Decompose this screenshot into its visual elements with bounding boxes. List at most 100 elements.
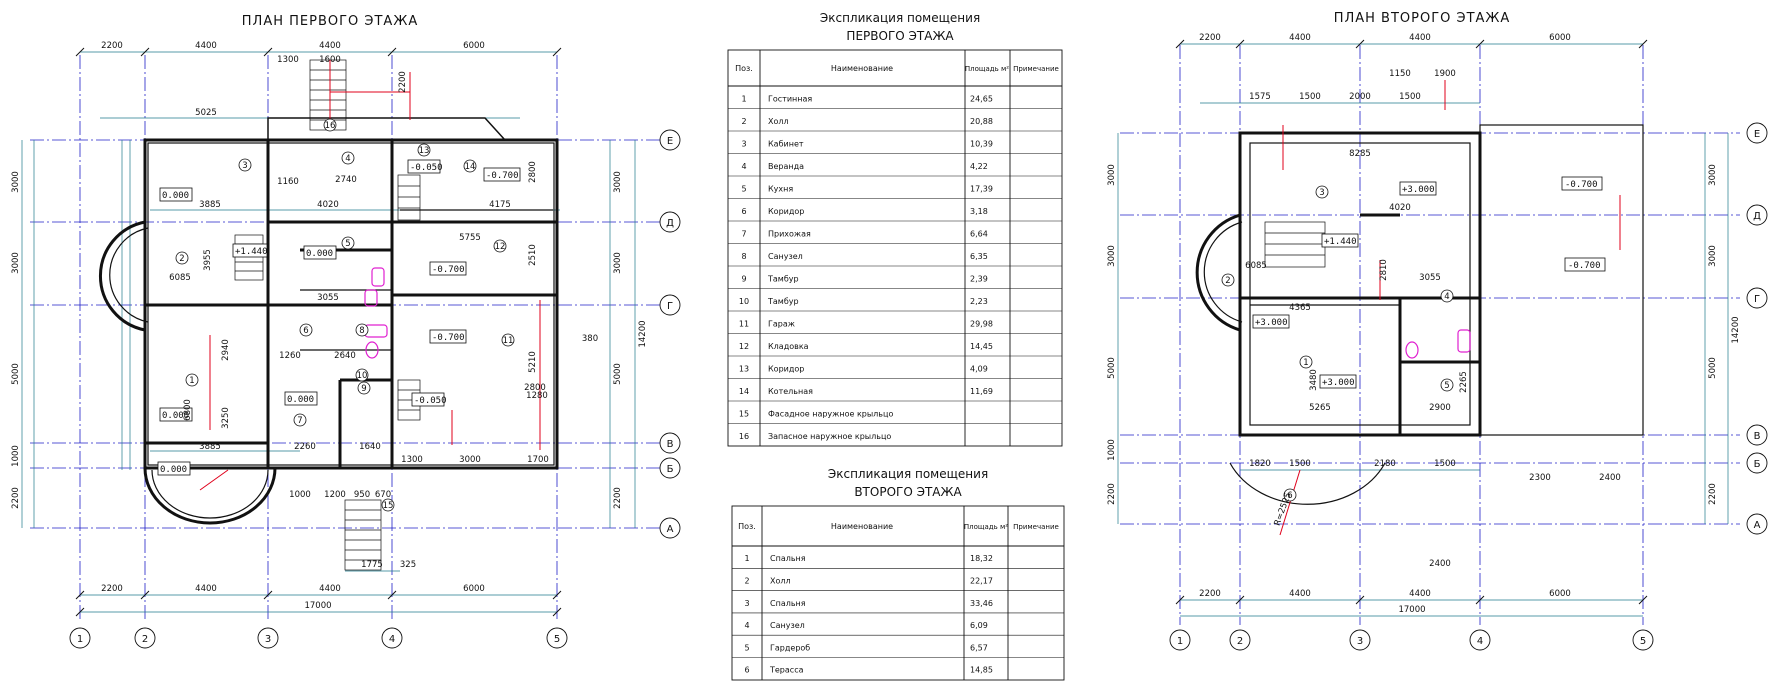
dim-row: 2200 bbox=[613, 487, 623, 509]
svg-text:1: 1 bbox=[189, 376, 194, 386]
svg-text:2: 2 bbox=[179, 254, 184, 264]
table-cell-area: 10,39 bbox=[970, 139, 993, 148]
table-cell-name: Котельная bbox=[768, 387, 813, 396]
dim: 1700 bbox=[527, 455, 549, 465]
dim: 1260 bbox=[279, 351, 301, 361]
table-cell-name: Кабинет bbox=[768, 139, 804, 148]
svg-text:6: 6 bbox=[1287, 491, 1292, 501]
dim: 2180 bbox=[1374, 459, 1396, 469]
dim-span: 2200 bbox=[101, 41, 123, 51]
axis-label: В bbox=[1754, 431, 1761, 442]
table-cell-pos: 13 bbox=[739, 364, 749, 373]
dim: 2800 bbox=[528, 161, 538, 183]
dim-row: 3000 bbox=[613, 171, 623, 193]
col-header: Поз. bbox=[738, 522, 756, 531]
dim: 1775 bbox=[361, 560, 383, 570]
dim: 2740 bbox=[335, 175, 357, 185]
dim: 3250 bbox=[221, 407, 231, 429]
axis-label: А bbox=[1754, 520, 1761, 531]
table-cell-pos: 11 bbox=[739, 319, 749, 328]
table-cell-name: Гостинная bbox=[768, 94, 812, 103]
dim-row: 3000 bbox=[613, 252, 623, 274]
axis-label: 1 bbox=[77, 634, 83, 645]
svg-text:2: 2 bbox=[1225, 276, 1230, 286]
first-floor-plan: 0.000 0.000 -0.700 +1.440 -0.700 -0.700 … bbox=[11, 41, 681, 649]
dim: 2640 bbox=[334, 351, 356, 361]
svg-text:13: 13 bbox=[419, 146, 430, 156]
dim-span: 4400 bbox=[1289, 33, 1311, 43]
dim-span: 2200 bbox=[1199, 33, 1221, 43]
table-cell-name: Прихожая bbox=[768, 229, 811, 238]
table-cell-pos: 16 bbox=[739, 432, 749, 441]
axis-label: Е bbox=[667, 136, 673, 147]
dim-row: 3000 bbox=[1708, 164, 1718, 186]
svg-text:5: 5 bbox=[1444, 381, 1449, 391]
dim: 4175 bbox=[489, 200, 511, 210]
dim-span: 4400 bbox=[319, 584, 341, 594]
dim-row: 2200 bbox=[11, 487, 21, 509]
table-cell-area: 20,88 bbox=[970, 117, 993, 126]
axis-label: 3 bbox=[1357, 636, 1363, 647]
dim: 1150 bbox=[1389, 69, 1411, 79]
table-cell-area: 17,39 bbox=[970, 184, 993, 193]
dim-span: 6000 bbox=[463, 584, 485, 594]
axis-label: А bbox=[667, 524, 674, 535]
dim-row: 3000 bbox=[1107, 245, 1117, 267]
table-cell-name: Фасадное наружное крыльцо bbox=[768, 409, 893, 418]
dim-row: 5000 bbox=[613, 363, 623, 385]
dim-span: 4400 bbox=[195, 584, 217, 594]
table-cell-area: 33,46 bbox=[970, 599, 993, 608]
svg-text:4: 4 bbox=[345, 154, 350, 164]
dim: 3480 bbox=[1309, 369, 1319, 391]
dim: 2800 bbox=[524, 383, 546, 393]
table-cell-area: 4,22 bbox=[970, 162, 988, 171]
table-cell-pos: 10 bbox=[739, 297, 749, 306]
svg-text:3: 3 bbox=[1319, 188, 1324, 198]
table-cell-pos: 2 bbox=[744, 576, 749, 585]
dim: 1500 bbox=[1399, 92, 1421, 102]
dim: 2300 bbox=[1529, 473, 1551, 483]
level-mark: -0.700 bbox=[432, 333, 465, 343]
table-cell-name: Тамбур bbox=[767, 297, 799, 306]
axis-label: Б bbox=[1754, 459, 1761, 470]
table-cell-area: 24,65 bbox=[970, 94, 993, 103]
svg-text:14: 14 bbox=[465, 162, 476, 172]
dim: 2000 bbox=[1349, 92, 1371, 102]
dim: 8285 bbox=[1349, 149, 1371, 159]
dim: 1900 bbox=[1434, 69, 1456, 79]
dim-span: 4400 bbox=[1409, 33, 1431, 43]
dim: 1200 bbox=[324, 490, 346, 500]
table-cell-area: 14,85 bbox=[970, 666, 993, 675]
table-cell-area: 6,09 bbox=[970, 621, 988, 630]
dim-row: 1000 bbox=[11, 445, 21, 467]
level-mark: +3.000 bbox=[1255, 318, 1288, 328]
second-floor-title: ПЛАН ВТОРОГО ЭТАЖА bbox=[1334, 11, 1511, 26]
dim-row: 2200 bbox=[1708, 483, 1718, 505]
dim: 2200 bbox=[398, 71, 408, 93]
dim-span: 4400 bbox=[1409, 589, 1431, 599]
dim-span: 2200 bbox=[1199, 589, 1221, 599]
dim: 2940 bbox=[221, 339, 231, 361]
dim: 1820 bbox=[1249, 459, 1271, 469]
dim: 670 bbox=[375, 490, 391, 500]
table-cell-name: Гардероб bbox=[770, 643, 810, 652]
svg-text:3: 3 bbox=[242, 161, 247, 171]
axis-label: 3 bbox=[265, 634, 271, 645]
table-cell-area: 2,39 bbox=[970, 274, 988, 283]
table-cell-name: Запасное наружное крыльцо bbox=[768, 432, 891, 441]
dim-row: 3000 bbox=[1107, 164, 1117, 186]
table-cell-name: Кладовка bbox=[768, 342, 809, 351]
table-cell-area: 14,45 bbox=[970, 342, 993, 351]
dim-total-height: 14200 bbox=[638, 320, 648, 347]
table-title: Экспликация помещения bbox=[828, 467, 988, 481]
table-cell-pos: 12 bbox=[739, 342, 749, 351]
table-cell-pos: 1 bbox=[744, 554, 749, 563]
table-cell-pos: 4 bbox=[741, 162, 746, 171]
axis-label: 2 bbox=[1237, 636, 1243, 647]
dim: 3055 bbox=[317, 293, 339, 303]
level-mark: 0.000 bbox=[306, 249, 333, 259]
dim: 1300 bbox=[401, 455, 423, 465]
second-floor-table: Экспликация помещения ВТОРОГО ЭТАЖА Поз.… bbox=[731, 467, 1065, 681]
svg-text:9: 9 bbox=[361, 384, 366, 394]
